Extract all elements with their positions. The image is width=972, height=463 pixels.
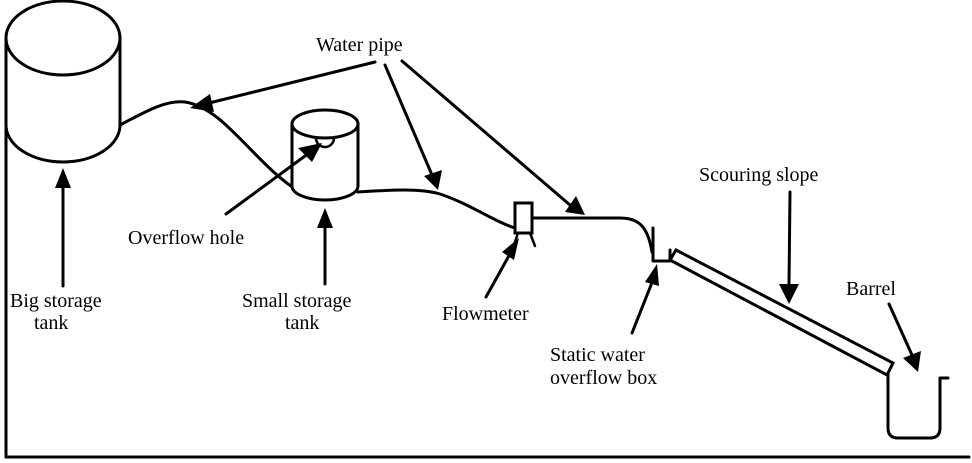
scouring-slope <box>667 248 896 378</box>
label-barrel: Barrel <box>846 278 896 300</box>
flowmeter-arrow <box>484 238 519 299</box>
water-pipe-segment-3 <box>530 216 654 254</box>
label-overflow-box-line2: overflow box <box>550 367 657 389</box>
water-pipe-arrows <box>190 59 585 215</box>
label-small-storage-tank-line2: tank <box>285 312 319 334</box>
scouring-slope-arrow <box>779 190 799 304</box>
big-storage-tank <box>4 0 122 164</box>
label-overflow-hole: Overflow hole <box>128 227 244 249</box>
static-water-overflow-box <box>651 226 672 263</box>
small-tank-arrow <box>317 208 333 286</box>
label-flowmeter: Flowmeter <box>442 303 529 325</box>
big-tank-arrow <box>55 168 71 288</box>
water-pipe-segment-2 <box>356 188 517 230</box>
label-water-pipe: Water pipe <box>316 34 403 56</box>
water-pipe-segment-1 <box>118 100 302 194</box>
barrel <box>886 372 950 440</box>
label-overflow-box-line1: Static water <box>550 344 645 366</box>
overflow-box-arrow <box>630 264 659 335</box>
label-scouring-slope: Scouring slope <box>699 164 819 186</box>
barrel-arrow <box>887 302 921 372</box>
overflow-hole <box>314 136 336 149</box>
label-small-storage-tank-line1: Small storage <box>242 290 352 312</box>
overflow-hole-arrow <box>224 143 322 216</box>
small-storage-tank <box>290 108 360 202</box>
label-big-storage-tank-line2: tank <box>34 312 68 334</box>
label-big-storage-tank-line1: Big storage <box>10 290 102 312</box>
